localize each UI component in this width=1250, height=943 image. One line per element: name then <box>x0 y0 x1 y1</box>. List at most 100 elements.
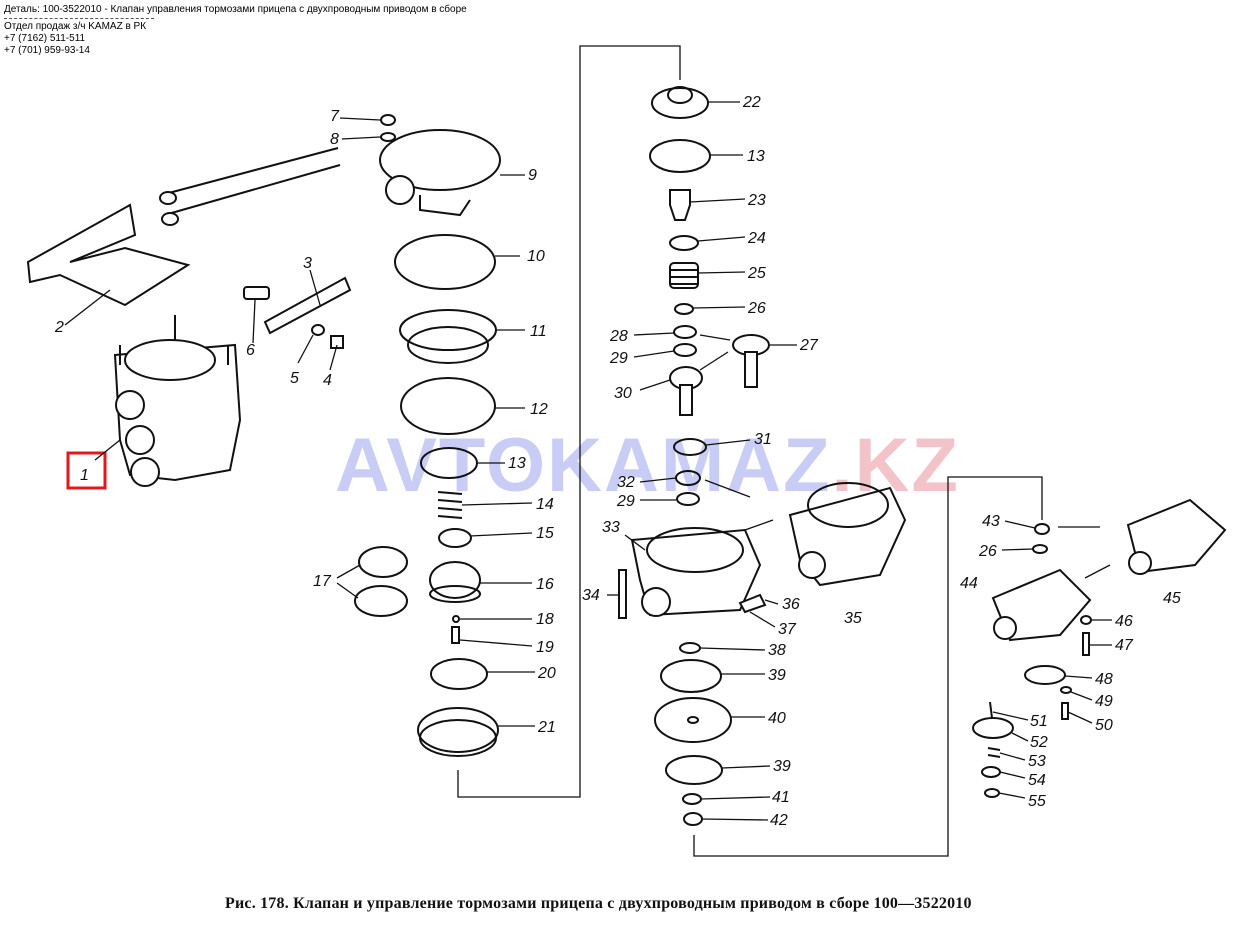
part-1-valve-assembly[interactable] <box>113 315 242 487</box>
label-36: 36 <box>782 596 800 613</box>
connector-frames <box>457 45 1043 857</box>
part-40-disc <box>654 697 732 743</box>
label-19: 19 <box>536 639 554 656</box>
phone-2: +7 (701) 959-93-14 <box>4 45 90 56</box>
part-42-nut <box>683 812 703 826</box>
part-12-ring <box>400 377 496 435</box>
label-11: 11 <box>530 323 547 340</box>
label-24: 24 <box>747 230 766 247</box>
label-22: 22 <box>742 94 761 111</box>
label-34: 34 <box>582 587 600 604</box>
part-13-ring <box>420 447 478 479</box>
part-20-snap-ring <box>430 658 488 690</box>
arrow-28-27 <box>699 334 731 341</box>
label-52: 52 <box>1030 734 1048 751</box>
label-31: 31 <box>754 431 772 448</box>
label-18: 18 <box>536 611 554 628</box>
label-46: 46 <box>1115 613 1133 630</box>
label-44: 44 <box>960 575 978 592</box>
part-35-housing <box>788 482 907 587</box>
label-3: 3 <box>303 255 312 272</box>
part-29-ring <box>673 343 697 357</box>
label-47: 47 <box>1115 637 1134 654</box>
label-12: 12 <box>530 401 548 418</box>
label-5: 5 <box>290 370 299 387</box>
arrow-30-27 <box>699 351 729 371</box>
label-43: 43 <box>982 513 1000 530</box>
part-36-plate <box>738 593 767 614</box>
part-4-nut <box>330 335 344 349</box>
label-8: 8 <box>330 131 339 148</box>
label-49: 49 <box>1095 693 1113 710</box>
part-52-valve <box>972 717 1014 739</box>
part-9-cover <box>379 129 501 217</box>
label-13: 13 <box>508 455 526 472</box>
label-48: 48 <box>1095 671 1113 688</box>
detail-title: Деталь: 100-3522010 - Клапан управления … <box>4 4 467 15</box>
label-2: 2 <box>54 319 64 336</box>
part-55-cap <box>984 788 1000 798</box>
label-6: 6 <box>246 342 255 359</box>
label-50: 50 <box>1095 717 1113 734</box>
label-4: 4 <box>323 372 332 389</box>
label-55: 55 <box>1028 793 1046 810</box>
label-29: 29 <box>609 350 628 367</box>
label-9: 9 <box>528 167 537 184</box>
part-11-diaphragm <box>399 309 497 364</box>
arrow-44-45 <box>1084 564 1111 579</box>
label-16: 16 <box>536 576 554 593</box>
part-21-ring <box>417 707 499 757</box>
label-26b: 26 <box>978 543 997 560</box>
part-54-disc <box>981 766 1001 778</box>
label-37: 37 <box>778 621 797 638</box>
part-23-pin <box>669 189 691 221</box>
figure-caption: Рис. 178. Клапан и управление тормозами … <box>225 895 972 912</box>
label-38: 38 <box>768 642 786 659</box>
part-24-washer <box>669 235 699 251</box>
label-1[interactable]: 1 <box>80 467 89 484</box>
label-32: 32 <box>617 474 635 491</box>
part-28-ring <box>673 325 697 339</box>
label-29b: 29 <box>616 493 635 510</box>
part-17-rings <box>354 546 408 617</box>
label-21: 21 <box>537 719 556 736</box>
label-13b: 13 <box>747 148 765 165</box>
label-7: 7 <box>330 108 340 125</box>
part-26-washer <box>674 303 694 315</box>
part-7-nut <box>380 114 396 126</box>
watermark-domain: .KZ <box>831 423 960 508</box>
part-45-cover <box>1126 498 1227 575</box>
part-16-valve-body <box>429 561 481 603</box>
label-27: 27 <box>799 337 819 354</box>
part-26b-washer <box>1032 544 1048 554</box>
label-39: 39 <box>768 667 786 684</box>
part-5-washer <box>311 324 325 336</box>
label-30: 30 <box>614 385 632 402</box>
part-25-spring <box>669 262 699 289</box>
part-51-pin <box>989 701 993 719</box>
part-14-spring <box>437 491 463 519</box>
part-31-ring <box>673 438 707 456</box>
part-15-piston <box>438 528 472 548</box>
part-10-ring <box>394 234 496 290</box>
label-35: 35 <box>844 610 862 627</box>
part-3-lever <box>263 276 352 335</box>
label-53: 53 <box>1028 753 1046 770</box>
label-15: 15 <box>536 525 554 542</box>
label-51: 51 <box>1030 713 1048 730</box>
part-6-bolt <box>243 286 270 300</box>
part-27-valve <box>732 334 770 388</box>
part-48-spring-plate <box>1024 665 1066 685</box>
part-39-disc <box>660 659 722 693</box>
label-40: 40 <box>768 710 786 727</box>
arrow-32-35 <box>704 479 751 498</box>
label-41: 41 <box>772 789 790 806</box>
label-39b: 39 <box>773 758 791 775</box>
part-19-pin <box>451 626 460 644</box>
part-53-pins <box>987 747 1001 758</box>
label-20: 20 <box>537 665 556 682</box>
part-rod <box>159 147 341 226</box>
sales-department: Отдел продаж з/ч KAMAZ в РК <box>4 21 147 32</box>
part-labels: 2 3 4 5 6 7 8 9 10 11 12 13 14 15 16 17 … <box>54 94 1181 829</box>
